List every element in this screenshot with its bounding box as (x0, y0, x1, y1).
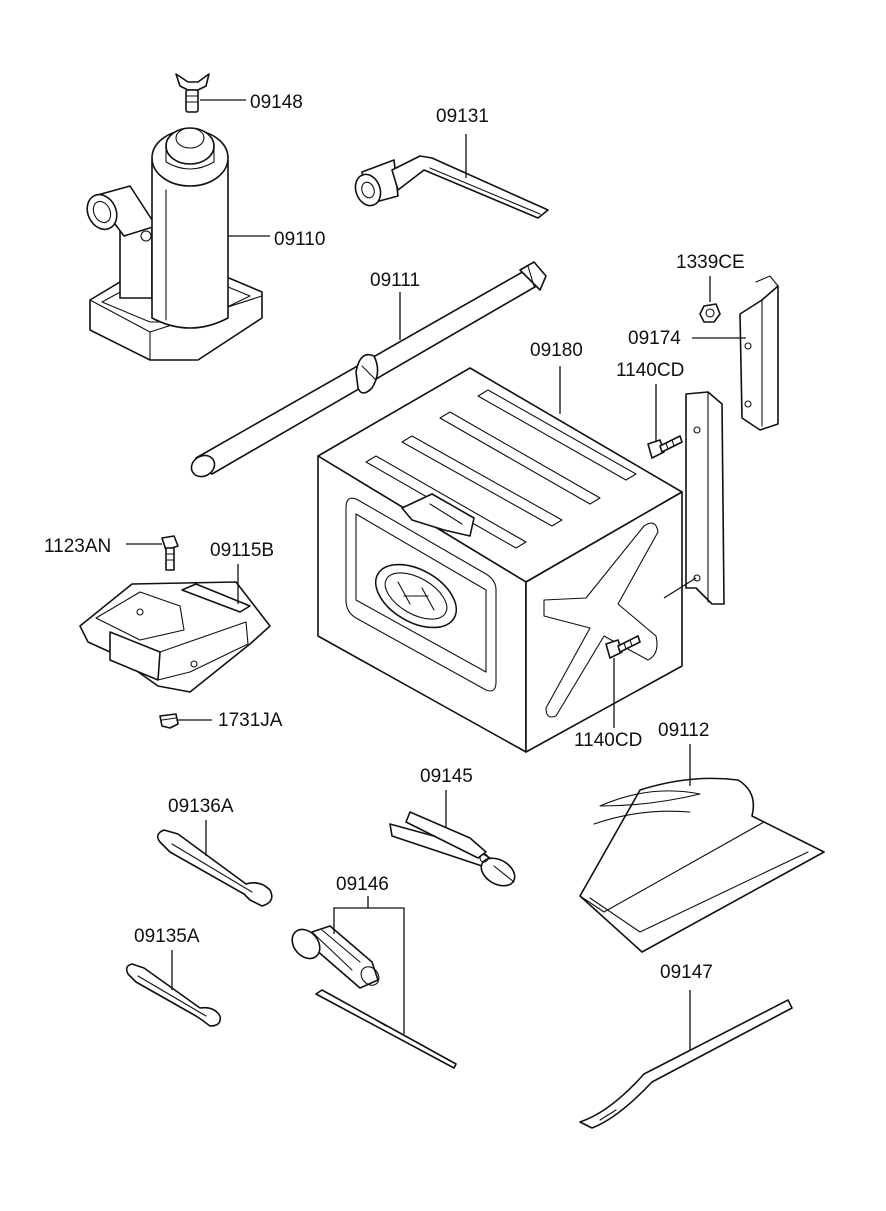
callout-09136A: 09136A (168, 796, 234, 817)
callout-1731JA: 1731JA (218, 710, 283, 731)
callout-09145: 09145 (420, 766, 473, 787)
tool-box-icon (317, 367, 683, 753)
callout-09180: 09180 (530, 340, 583, 361)
jack-handle-icon (190, 261, 547, 478)
callout-09135A: 09135A (134, 926, 200, 947)
callout-09147: 09147 (660, 962, 713, 983)
callout-09174: 09174 (628, 328, 681, 349)
leader-09146 (333, 907, 405, 1034)
pliers-icon (389, 811, 516, 887)
callout-09148: 09148 (250, 92, 303, 113)
callout-09110: 09110 (274, 229, 325, 250)
bolt-icon (647, 435, 683, 459)
callout-1339CE: 1339CE (676, 252, 745, 273)
callout-09111: 09111 (370, 270, 420, 291)
wheel-nut-wrench-icon (354, 155, 549, 219)
screwdriver-icon (291, 925, 457, 1069)
pry-bar-icon (579, 999, 793, 1129)
bolt-icon (605, 635, 641, 659)
jack-bracket-icon (79, 581, 271, 693)
callout-1140CD-bottom: 1140CD (574, 730, 642, 751)
leader-09174-b (663, 577, 697, 599)
callout-1123AN: 1123AN (44, 536, 111, 557)
callout-09115B: 09115B (210, 540, 274, 561)
plug-icon (159, 713, 179, 729)
bracket-icon (685, 275, 779, 605)
bolt-icon (161, 535, 179, 571)
wing-bolt-icon (175, 73, 210, 113)
nut-icon (699, 303, 721, 323)
tool-bag-icon (579, 777, 825, 953)
bottle-jack-icon (86, 127, 263, 361)
callout-09146: 09146 (336, 874, 389, 895)
spanner-icon (156, 829, 273, 907)
spanner-icon (125, 963, 222, 1027)
callout-1140CD-top: 1140CD (616, 360, 684, 381)
callout-09112: 09112 (658, 720, 709, 741)
callout-09131: 09131 (436, 106, 489, 127)
